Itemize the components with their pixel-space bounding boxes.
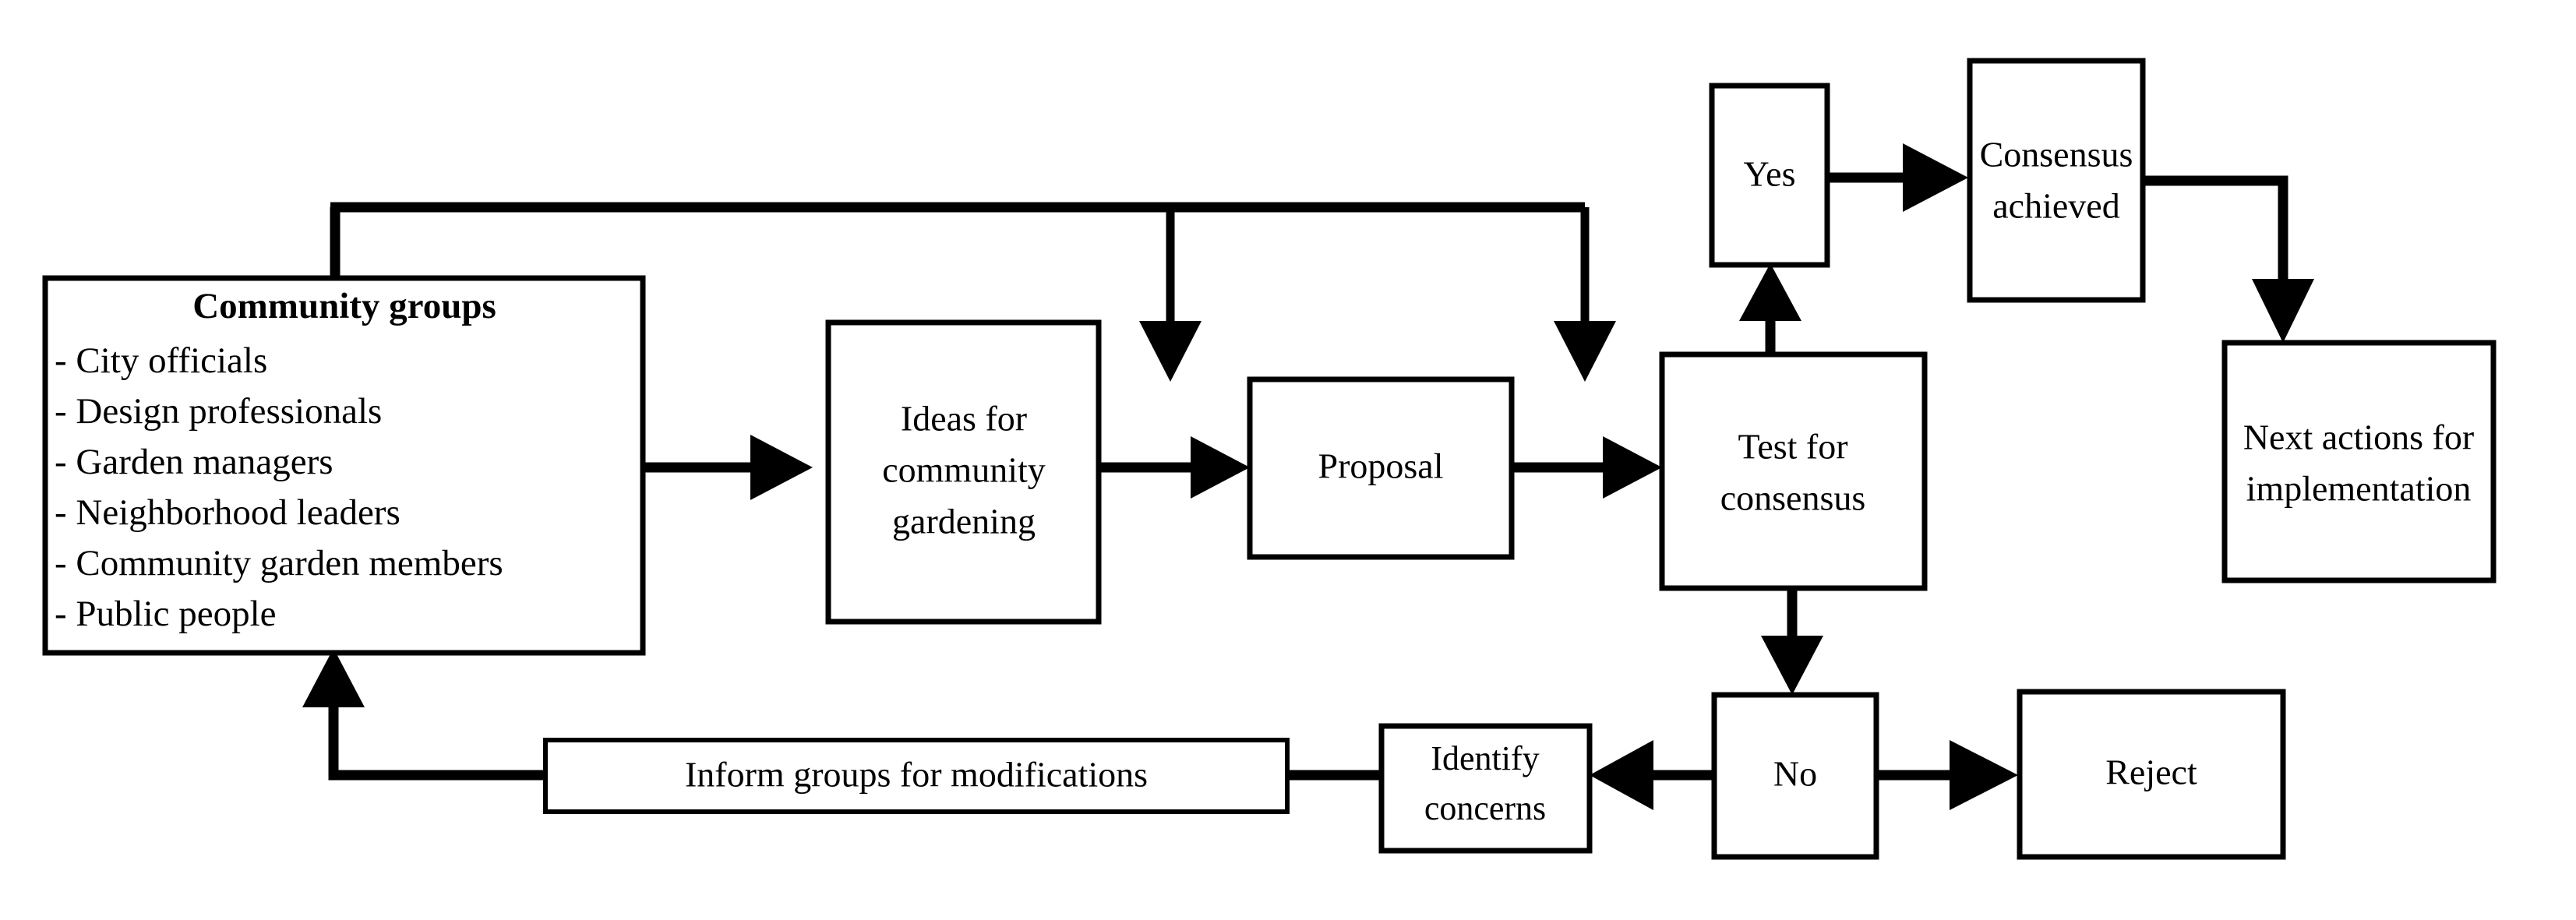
community-groups-item-5: - Public people	[55, 594, 277, 634]
identify-concerns-line-1: Identify	[1431, 739, 1539, 777]
edge-ideas-to-proposal	[1099, 436, 1250, 499]
node-ideas-for-community-gardening[interactable]: Ideas for community gardening	[825, 319, 1102, 625]
community-groups-item-1: - Design professionals	[55, 391, 382, 432]
community-groups-title: Community groups	[192, 286, 496, 326]
node-next-actions[interactable]: Next actions for implementation	[2221, 340, 2497, 583]
community-groups-item-2: - Garden managers	[55, 442, 333, 482]
arrowhead-down-to-next-actions	[2252, 279, 2314, 343]
ideas-line-1: Ideas for	[901, 399, 1027, 439]
edge-test-to-no	[1761, 588, 1823, 695]
arrowhead-left-to-identify-concerns	[1590, 740, 1653, 810]
community-groups-item-4: - Community garden members	[55, 543, 503, 583]
yes-label: Yes	[1744, 154, 1796, 194]
edge-proposal-to-test	[1512, 436, 1662, 499]
arrowhead-up-to-yes	[1739, 263, 1801, 321]
no-label: No	[1773, 754, 1817, 794]
node-proposal[interactable]: Proposal	[1247, 376, 1515, 560]
node-test-for-consensus[interactable]: Test for consensus	[1659, 351, 1928, 591]
arrowhead-right-to-consensus	[1903, 143, 1968, 212]
edge-inform-groups-to-community-groups	[302, 648, 549, 781]
edge-test-to-yes	[1739, 263, 1801, 354]
identify-concerns-line-2: concerns	[1424, 789, 1546, 827]
edge-consensus-achieved-to-next-actions	[2143, 175, 2314, 343]
edge-community-groups-to-ideas	[643, 435, 813, 500]
edge-community-groups-feedback	[330, 202, 1616, 382]
edge-yes-to-consensus-achieved	[1827, 143, 1968, 212]
node-no[interactable]: No	[1711, 692, 1879, 860]
arrowhead-right-to-ideas	[750, 435, 813, 500]
consensus-achieved-line-1: Consensus	[1980, 135, 2133, 174]
consensus-achieved-line-2: achieved	[1992, 186, 2119, 226]
test-for-consensus-line-2: consensus	[1720, 478, 1866, 518]
node-yes[interactable]: Yes	[1709, 83, 1830, 268]
arrowhead-down-to-no	[1761, 636, 1823, 695]
next-actions-line-2: implementation	[2246, 469, 2472, 509]
inform-groups-label: Inform groups for modifications	[685, 755, 1148, 795]
arrowhead-down-to-proposal	[1139, 321, 1202, 382]
proposal-label: Proposal	[1318, 446, 1444, 486]
edge-no-to-identify-concerns	[1590, 740, 1714, 810]
arrowhead-right-to-proposal	[1191, 436, 1250, 499]
node-identify-concerns[interactable]: Identify concerns	[1378, 723, 1593, 854]
arrowhead-right-to-reject	[1950, 740, 2018, 810]
arrowhead-up-to-community-groups	[302, 648, 365, 707]
ideas-line-3: gardening	[892, 502, 1036, 541]
reject-label: Reject	[2105, 753, 2197, 792]
node-consensus-achieved[interactable]: Consensus achieved	[1967, 58, 2146, 303]
next-actions-line-1: Next actions for	[2243, 418, 2474, 457]
community-groups-item-3: - Neighborhood leaders	[55, 492, 401, 533]
node-reject[interactable]: Reject	[2017, 689, 2286, 860]
ideas-line-2: community	[882, 450, 1046, 490]
arrowhead-down-to-test	[1554, 321, 1616, 382]
test-for-consensus-line-1: Test for	[1738, 427, 1847, 467]
node-community-groups[interactable]: Community groups - City officials - Desi…	[42, 275, 646, 656]
edge-no-to-reject	[1876, 740, 2018, 810]
arrowhead-right-to-test	[1603, 436, 1662, 499]
community-groups-item-0: - City officials	[55, 340, 267, 381]
node-inform-groups[interactable]: Inform groups for modifications	[543, 738, 1290, 814]
